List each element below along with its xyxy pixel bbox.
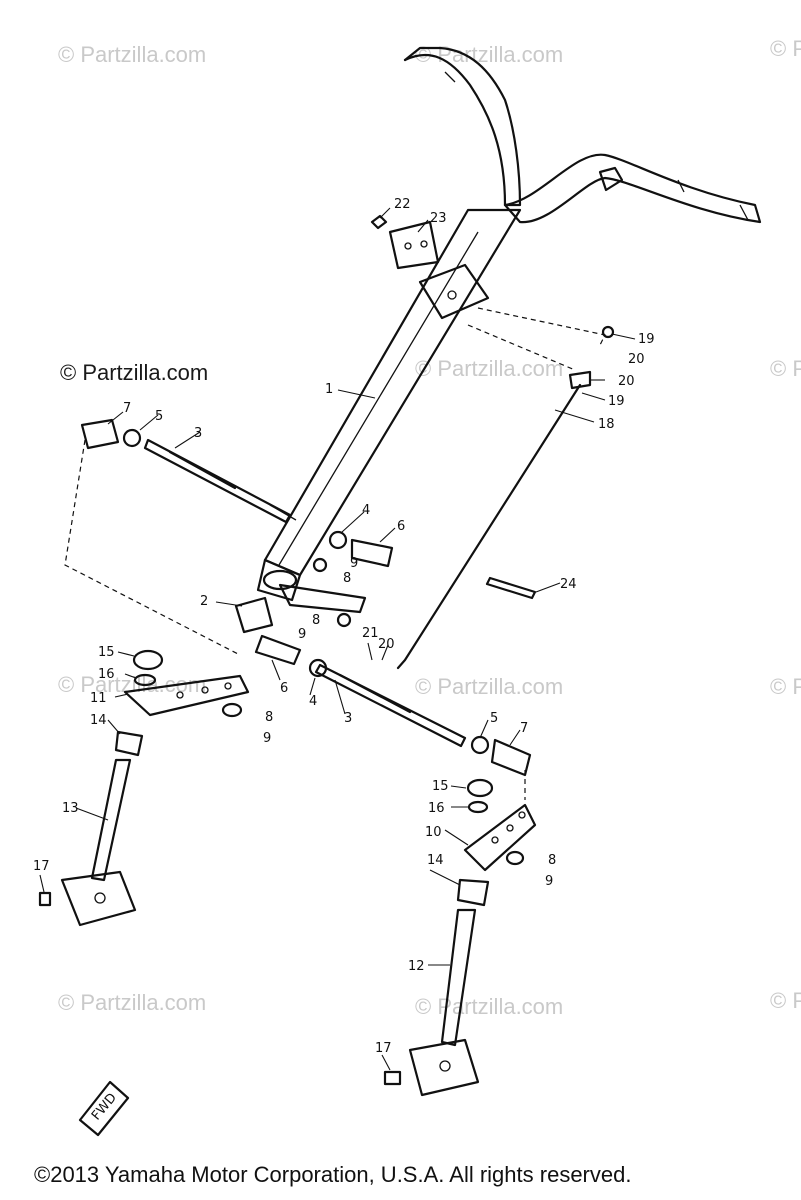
callout-19: 19 bbox=[608, 394, 625, 409]
callout-7: 7 bbox=[520, 721, 528, 736]
callout-1: 1 bbox=[325, 382, 333, 397]
callout-11: 11 bbox=[90, 691, 107, 706]
fwd-label: FWD bbox=[89, 1091, 120, 1124]
ref-line bbox=[64, 439, 241, 656]
steering-column bbox=[256, 208, 522, 602]
callout-22: 22 bbox=[394, 197, 411, 212]
watermark: © Partzilla.com bbox=[415, 356, 564, 381]
callout-10: 10 bbox=[425, 825, 442, 840]
callout-16: 16 bbox=[98, 667, 115, 682]
callout-16: 16 bbox=[428, 801, 445, 816]
callout-20: 20 bbox=[618, 374, 635, 389]
callout-4: 4 bbox=[362, 503, 370, 518]
callout-14: 14 bbox=[90, 713, 107, 728]
callout-5: 5 bbox=[490, 711, 498, 726]
callout-9: 9 bbox=[263, 731, 271, 746]
callout-15: 15 bbox=[98, 645, 115, 660]
callout-19: 19 bbox=[638, 332, 655, 347]
callout-9: 9 bbox=[545, 874, 553, 889]
callout-24: 24 bbox=[560, 577, 577, 592]
callout-3: 3 bbox=[344, 711, 352, 726]
callout-7: 7 bbox=[123, 401, 131, 416]
watermark: © P bbox=[770, 36, 801, 61]
throttle-rod bbox=[396, 307, 615, 670]
callout-2: 2 bbox=[200, 594, 208, 609]
callout-23: 23 bbox=[430, 211, 447, 226]
watermark: © P bbox=[770, 988, 801, 1013]
callout-12: 12 bbox=[408, 959, 425, 974]
callout-8: 8 bbox=[343, 571, 351, 586]
callout-21: 21 bbox=[362, 626, 379, 641]
leader-lines bbox=[39, 207, 636, 1071]
callout-14: 14 bbox=[427, 853, 444, 868]
watermark: © Partzilla.com bbox=[415, 674, 564, 699]
callout-15: 15 bbox=[432, 779, 449, 794]
fwd-arrow: FWD bbox=[78, 1080, 130, 1137]
watermark: © P bbox=[770, 674, 801, 699]
callout-17: 17 bbox=[33, 859, 50, 874]
watermark: © Partzilla.com bbox=[415, 994, 564, 1019]
callout-3: 3 bbox=[194, 426, 202, 441]
watermark: © Partzilla.com bbox=[415, 42, 564, 67]
callout-20: 20 bbox=[628, 352, 645, 367]
column-bracket bbox=[234, 530, 394, 678]
callout-8: 8 bbox=[265, 710, 273, 725]
tie-rod-upper bbox=[80, 418, 297, 524]
callout-18: 18 bbox=[598, 417, 615, 432]
watermark: © Partzilla.com bbox=[58, 42, 207, 67]
copyright-notice: ©2013 Yamaha Motor Corporation, U.S.A. A… bbox=[34, 1162, 632, 1187]
callout-9: 9 bbox=[298, 627, 306, 642]
spindle-left bbox=[38, 730, 144, 927]
spindle-right bbox=[383, 878, 490, 1097]
partzilla-watermark: © Partzilla.com bbox=[60, 360, 209, 385]
watermark: © P bbox=[770, 356, 801, 381]
callout-6: 6 bbox=[280, 681, 288, 696]
bolt-24 bbox=[485, 576, 537, 600]
steering-arm-left bbox=[123, 649, 250, 718]
callout-9: 9 bbox=[350, 556, 358, 571]
callout-5: 5 bbox=[155, 409, 163, 424]
callout-13: 13 bbox=[62, 801, 79, 816]
callout-20: 20 bbox=[378, 637, 395, 652]
callout-labels: 1 2 3 3 4 4 5 5 6 6 7 7 8 8 8 8 9 9 9 9 … bbox=[33, 197, 655, 1056]
callout-8: 8 bbox=[312, 613, 320, 628]
handlebar bbox=[403, 46, 762, 224]
steering-arm-right bbox=[463, 778, 537, 872]
callout-4: 4 bbox=[309, 694, 317, 709]
callout-6: 6 bbox=[397, 519, 405, 534]
watermark: © Partzilla.com bbox=[58, 990, 207, 1015]
callout-17: 17 bbox=[375, 1041, 392, 1056]
callout-8: 8 bbox=[548, 853, 556, 868]
column-holder bbox=[370, 214, 490, 320]
